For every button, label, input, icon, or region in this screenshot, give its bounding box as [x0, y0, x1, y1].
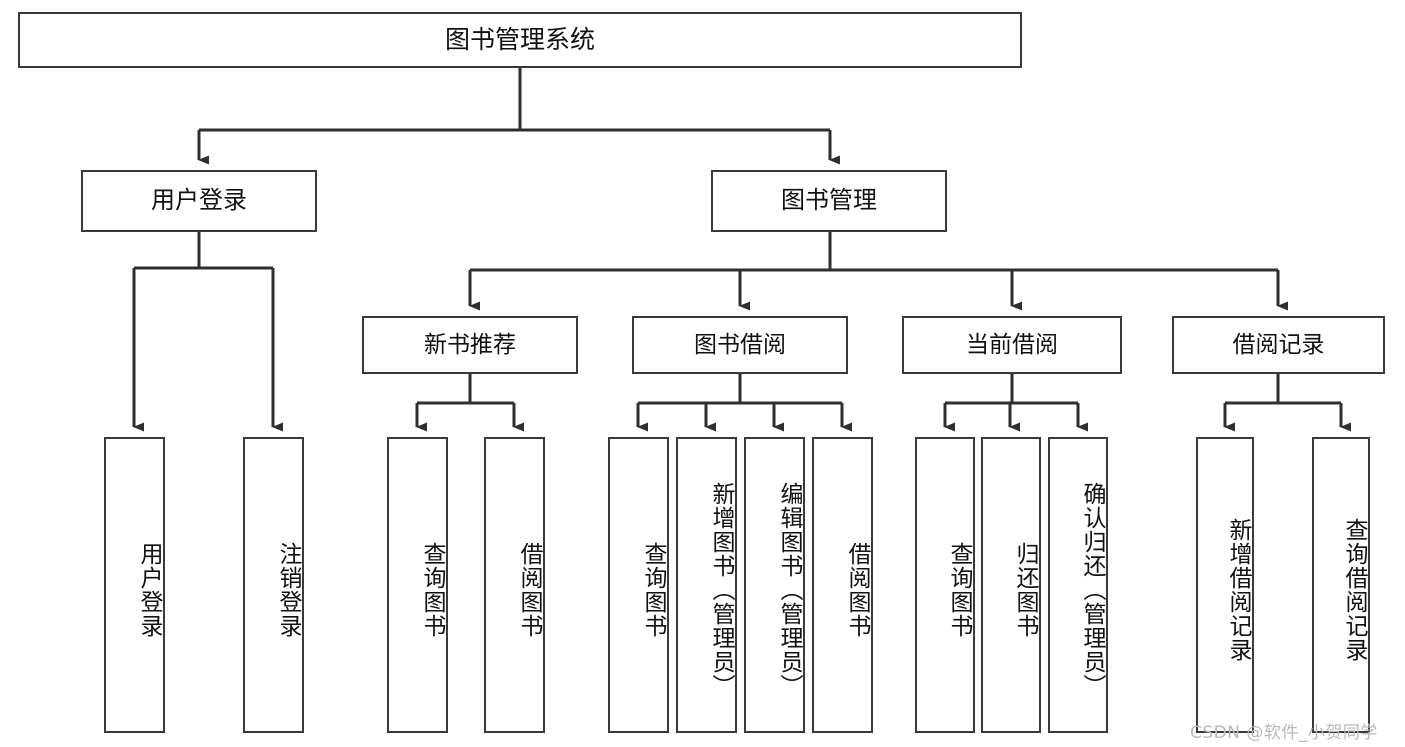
- node-label: 查询图书: [419, 542, 445, 638]
- node-book-management[interactable]: 图书管理: [711, 170, 947, 232]
- node-label: 图书管理: [781, 186, 877, 215]
- node-label: 用户登录: [151, 186, 247, 215]
- csdn-watermark: CSDN @软件_小贺同学: [1190, 723, 1378, 743]
- node-label: 用户登录: [136, 542, 162, 638]
- node-label: 查询图书: [946, 542, 972, 638]
- node-label: 编辑图书（管理员）: [776, 482, 802, 698]
- node-leaf-return-book[interactable]: 归还图书: [981, 437, 1041, 733]
- node-leaf-borrow-book-2[interactable]: 借阅图书: [812, 437, 873, 733]
- node-current-borrow[interactable]: 当前借阅: [902, 316, 1122, 374]
- node-label: 注销登录: [275, 542, 301, 638]
- node-leaf-query-book-1[interactable]: 查询图书: [387, 437, 448, 733]
- node-leaf-query-record[interactable]: 查询借阅记录: [1312, 437, 1370, 733]
- node-root-book-management-system[interactable]: 图书管理系统: [18, 12, 1022, 68]
- node-label: 新增借阅记录: [1225, 518, 1251, 662]
- node-label: 当前借阅: [966, 331, 1058, 358]
- node-borrow-record[interactable]: 借阅记录: [1172, 316, 1385, 374]
- node-label: 归还图书: [1012, 542, 1038, 638]
- node-leaf-add-record[interactable]: 新增借阅记录: [1196, 437, 1254, 733]
- node-label: 借阅图书: [516, 542, 542, 638]
- node-leaf-user-login[interactable]: 用户登录: [104, 437, 165, 733]
- node-leaf-query-book-2[interactable]: 查询图书: [608, 437, 669, 733]
- node-leaf-edit-book[interactable]: 编辑图书（管理员）: [744, 437, 805, 733]
- node-label: 借阅记录: [1232, 331, 1325, 358]
- node-label: 查询借阅记录: [1341, 518, 1367, 662]
- node-label: 确认归还（管理员）: [1079, 482, 1105, 698]
- node-label: 查询图书: [640, 542, 666, 638]
- node-user-login[interactable]: 用户登录: [81, 170, 317, 232]
- node-label: 图书管理系统: [444, 24, 595, 54]
- node-label: 图书借阅: [694, 331, 786, 358]
- node-label: 新增图书（管理员）: [708, 482, 734, 698]
- node-leaf-query-book-3[interactable]: 查询图书: [915, 437, 975, 733]
- node-label: 借阅图书: [844, 542, 870, 638]
- node-book-borrow[interactable]: 图书借阅: [632, 316, 848, 374]
- node-leaf-confirm-return[interactable]: 确认归还（管理员）: [1048, 437, 1108, 733]
- node-label: 新书推荐: [424, 331, 516, 358]
- node-leaf-add-book[interactable]: 新增图书（管理员）: [676, 437, 737, 733]
- node-leaf-borrow-book-1[interactable]: 借阅图书: [484, 437, 545, 733]
- node-leaf-user-logout[interactable]: 注销登录: [243, 437, 304, 733]
- node-new-book-recommend[interactable]: 新书推荐: [362, 316, 578, 374]
